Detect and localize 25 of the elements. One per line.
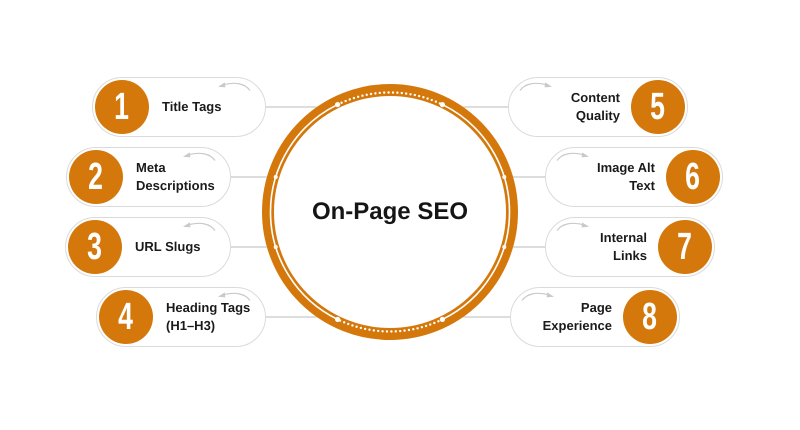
step-number: 4: [99, 290, 153, 344]
topic-label: Title Tags: [162, 98, 222, 116]
topic-label: Heading Tags (H1–H3): [166, 299, 252, 335]
connector-line: [463, 316, 510, 318]
connector-line: [266, 316, 317, 318]
step-number: 3: [68, 220, 122, 274]
step-number: 8: [623, 290, 677, 344]
topic-label: Image Alt Text: [596, 159, 655, 195]
step-number: 5: [631, 80, 685, 134]
connector-line: [231, 246, 267, 248]
connector-line: [513, 246, 545, 248]
connector-line: [463, 106, 508, 108]
step-number: 6: [666, 150, 720, 204]
topic-label: Meta Descriptions: [136, 159, 216, 195]
center-title: On-Page SEO: [312, 198, 468, 226]
topic-label: Internal Links: [599, 229, 647, 265]
connector-line: [266, 106, 317, 108]
connector-line: [231, 176, 267, 178]
step-number: 1: [95, 80, 149, 134]
topic-label: URL Slugs: [135, 238, 202, 256]
connector-line: [513, 176, 545, 178]
step-number: 2: [69, 150, 123, 204]
step-number: 7: [658, 220, 712, 274]
topic-label: Content Quality: [570, 89, 620, 125]
topic-label: Page Experience: [542, 299, 612, 335]
